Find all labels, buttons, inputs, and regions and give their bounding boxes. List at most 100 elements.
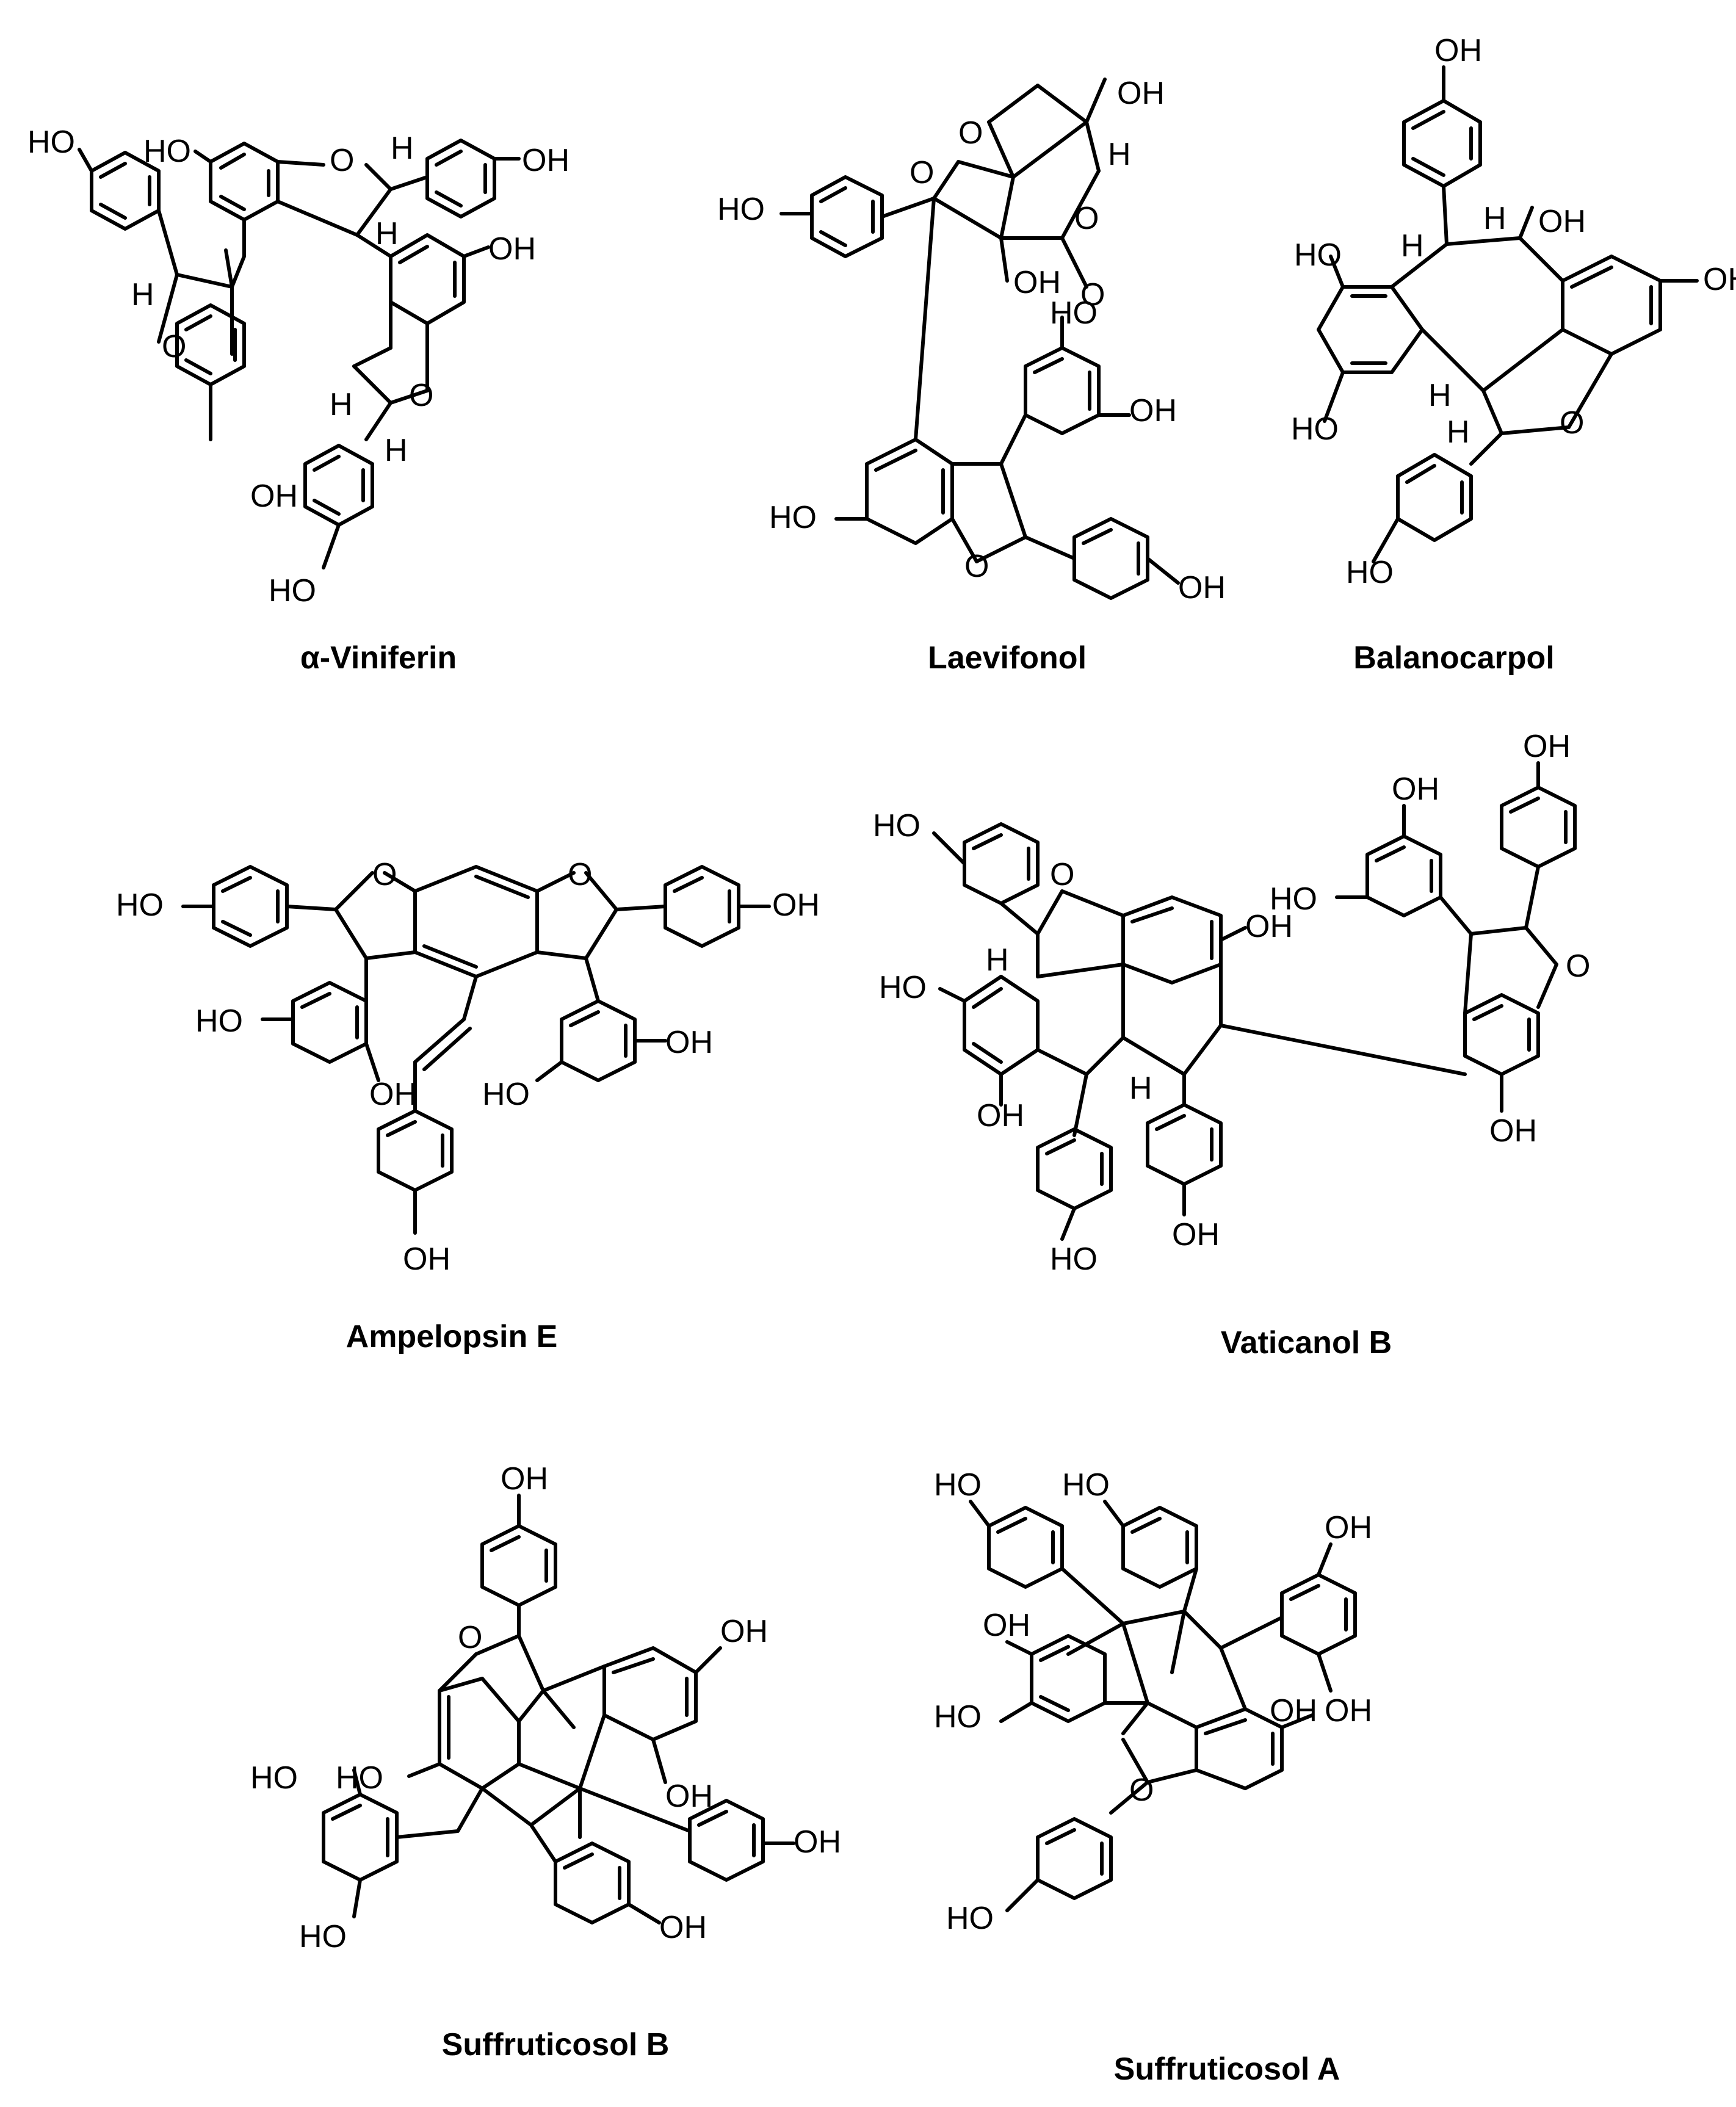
atom-label: HO [1062,1467,1110,1503]
atom-label: OH [1538,204,1586,239]
atom-label: HO [1346,555,1394,590]
structure-suffruticosol-a: HO HO OH OH HO OH OH O HO [934,1467,1372,1936]
atom-label: O [330,143,354,178]
atom-label: HO [27,125,75,160]
atom-label: HO [879,970,927,1005]
atom-label: O [1129,1773,1154,1808]
atom-label: HO [934,1467,982,1503]
atom-label: O [964,549,989,584]
atom-label: H [1428,378,1452,413]
atom-label: HO [482,1077,530,1112]
atom-label: OH [1523,729,1571,764]
atom-label: HO [116,887,164,923]
atom-label: OH [488,231,536,267]
compound-suffruticosol-a: HO HO OH OH HO OH OH O HO Suffruticosol … [916,1434,1736,2106]
atom-label: O [910,155,934,190]
compound-name: Suffruticosol B [441,2027,670,2062]
atom-label: HO [269,573,316,609]
structure-suffruticosol-b: OH O OH HO OH HO OH HO OH [250,1461,841,1954]
atom-label: HO [195,1003,243,1039]
atom-label: HO [1294,237,1342,273]
atom-label: OH [522,143,570,178]
atom-label: HO [873,808,920,844]
atom-label: OH [665,1779,713,1814]
atom-label: HO [250,1760,298,1796]
atom-label: H [391,131,414,166]
atom-label: H [131,277,154,313]
compound-alpha-viniferin: HO HO O H OH H OH H O H O H OH HO α-Vini… [0,0,580,676]
atom-label: O [162,329,186,364]
compound-name: Vaticanol B [1220,1325,1392,1361]
atom-label: O [409,378,433,413]
atom-label: HO [1291,411,1339,447]
structure-balanocarpol: OH H H OH HO OH H HO H O HO [1291,33,1736,590]
atom-label: OH [1325,1693,1372,1729]
atom-label: OH [501,1461,548,1497]
atom-label: OH [1392,772,1439,807]
compound-name: Suffruticosol A [1113,2051,1340,2087]
atom-label: H [1483,201,1506,236]
atom-label: HO [769,500,817,535]
atom-label: OH [1325,1510,1372,1545]
atom-label: H [1129,1071,1152,1106]
atom-label: HO [1050,1241,1098,1277]
atom-label: HO [946,1901,994,1936]
atom-label: HO [143,134,191,169]
atom-label: HO [299,1919,347,1954]
compound-ampelopsin-e: O O HO OH HO OH OH HO OH Ampelopsin E [61,732,824,1373]
atom-label: HO [336,1760,383,1796]
atom-label: OH [1013,265,1061,300]
structure-laevifonol: OH O H O O HO OH O HO OH HO O OH [717,76,1226,605]
atom-label: OH [369,1077,417,1112]
atom-label: OH [1489,1113,1537,1149]
atom-label: O [1050,857,1074,892]
atom-label: OH [1245,909,1293,944]
atom-label: H [330,387,353,422]
atom-label: H [375,216,399,251]
compound-name: Ampelopsin E [345,1319,558,1354]
atom-label: O [568,857,592,892]
compound-vaticanol-b: OH HO OH O H OH HO HO O OH H OH OH HO Va… [855,729,1736,1373]
atom-label: HO [934,1699,982,1735]
atom-label: O [1566,949,1590,984]
atom-label: OH [659,1910,707,1945]
atom-label: HO [717,192,765,227]
atom-label: H [1401,228,1424,264]
atom-label: OH [794,1824,841,1860]
atom-label: OH [1172,1217,1220,1252]
atom-label: H [1447,414,1470,450]
structure-ampelopsin-e: O O HO OH HO OH OH HO OH [116,857,820,1277]
compound-name: α-Viniferin [300,640,457,676]
atom-label: OH [250,479,298,514]
atom-label: OH [1270,1693,1317,1729]
atom-label: O [458,1620,482,1655]
atom-label: OH [772,887,820,923]
structure-vaticanol-b: OH HO OH O H OH HO HO O OH H OH OH HO [873,729,1590,1277]
atom-label: O [372,857,397,892]
compound-laevifonol: OH O H O O HO OH O HO OH HO O OH Laevifo… [671,0,1282,676]
atom-label: H [986,942,1009,978]
atom-label: O [1074,201,1099,236]
atom-label: OH [1434,33,1482,68]
atom-label: O [958,115,983,151]
atom-label: HO [1270,881,1317,917]
atom-label: H [385,433,408,468]
atom-label: OH [1178,570,1226,605]
compound-name: Laevifonol [927,640,1087,676]
atom-label: OH [720,1614,768,1649]
atom-label: O [1080,277,1105,313]
atom-label: O [1560,405,1584,441]
atom-label: HO [1050,295,1098,331]
atom-label: OH [983,1608,1030,1643]
compound-name: Balanocarpol [1353,640,1555,676]
compound-suffruticosol-b: OH O OH HO OH HO OH HO OH Suffruticosol … [214,1434,916,2106]
structure-alpha-viniferin: HO HO O H OH H OH H O H O H OH HO [27,125,570,609]
atom-label: OH [403,1241,450,1277]
atom-label: OH [1703,262,1736,297]
atom-label: OH [977,1098,1024,1133]
atom-label: OH [1129,393,1177,428]
compound-balanocarpol: OH H H OH HO OH H HO H O HO Balanocarpol [1282,0,1736,676]
atom-label: OH [1117,76,1165,111]
atom-label: OH [665,1025,713,1060]
atom-label: H [1108,137,1131,172]
